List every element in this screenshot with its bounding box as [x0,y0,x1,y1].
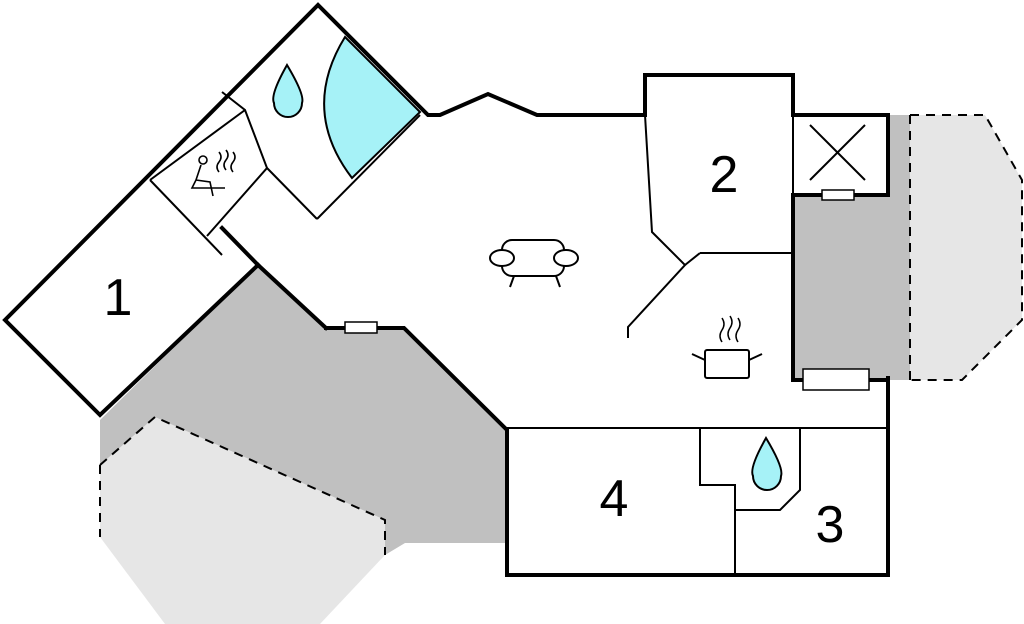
terrace-covered-right [793,115,910,380]
pool-icon [323,35,422,180]
window-1 [344,321,378,334]
wall-room4-right [699,428,736,575]
terrace-open-right [910,115,1022,380]
terrace-covered-left [100,265,507,555]
wall-covered-edge [255,262,329,331]
utility-cross-icon-2 [809,124,866,181]
wall-left-wing [2,2,647,418]
wall-room2-inner [627,114,687,338]
wall-bath-diag [316,114,421,220]
room-label-4: 4 [600,470,629,528]
wall-room1-top [149,179,223,256]
room-label-3: 3 [816,496,845,554]
wall-lower-body [324,326,890,577]
wall-sauna-side [206,91,269,237]
sauna-icon [190,149,236,197]
terrace-open-left-outline [99,415,386,555]
water-drop-icon [272,63,304,118]
wall-sauna-top [149,109,246,181]
terrace-open-left [100,417,385,624]
cooking-pot-icon [691,315,763,379]
room-label-1: 1 [104,269,133,327]
wall-kitchen-top [684,252,701,266]
water-drop-icon-lower [751,436,783,491]
wall-wing-inner [219,225,261,268]
wall-bath-bottom [266,167,318,220]
window-2 [821,189,855,201]
wall-room2 [643,73,890,382]
room-label-2: 2 [710,146,739,204]
window-3 [802,368,870,391]
wall-bath-lower [735,428,801,511]
sofa-icon [489,239,579,288]
